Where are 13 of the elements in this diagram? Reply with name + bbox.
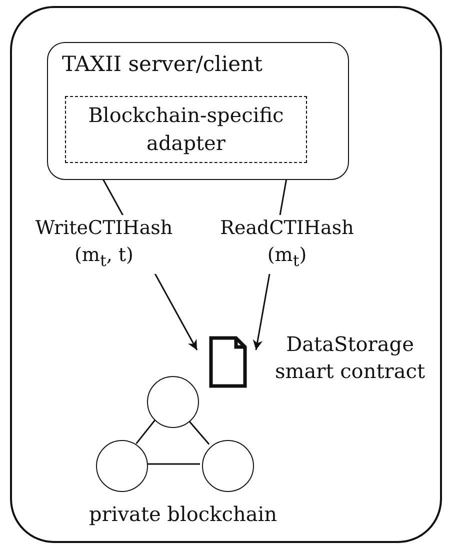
connector-line — [146, 463, 200, 465]
contract-label: DataStorage smart contract — [274, 331, 426, 385]
adapter-label: Blockchain-specific adapter — [87, 102, 285, 157]
node-circle — [147, 376, 199, 428]
server-box — [47, 42, 349, 180]
node-circle — [96, 440, 148, 492]
connector-line — [187, 419, 210, 445]
node-circle — [202, 440, 254, 492]
blockchain-caption: private blockchain — [88, 502, 278, 526]
document-icon — [209, 336, 247, 388]
server-label: TAXII server/client — [62, 52, 262, 76]
connector-line — [136, 420, 156, 444]
adapter-box — [65, 96, 307, 163]
